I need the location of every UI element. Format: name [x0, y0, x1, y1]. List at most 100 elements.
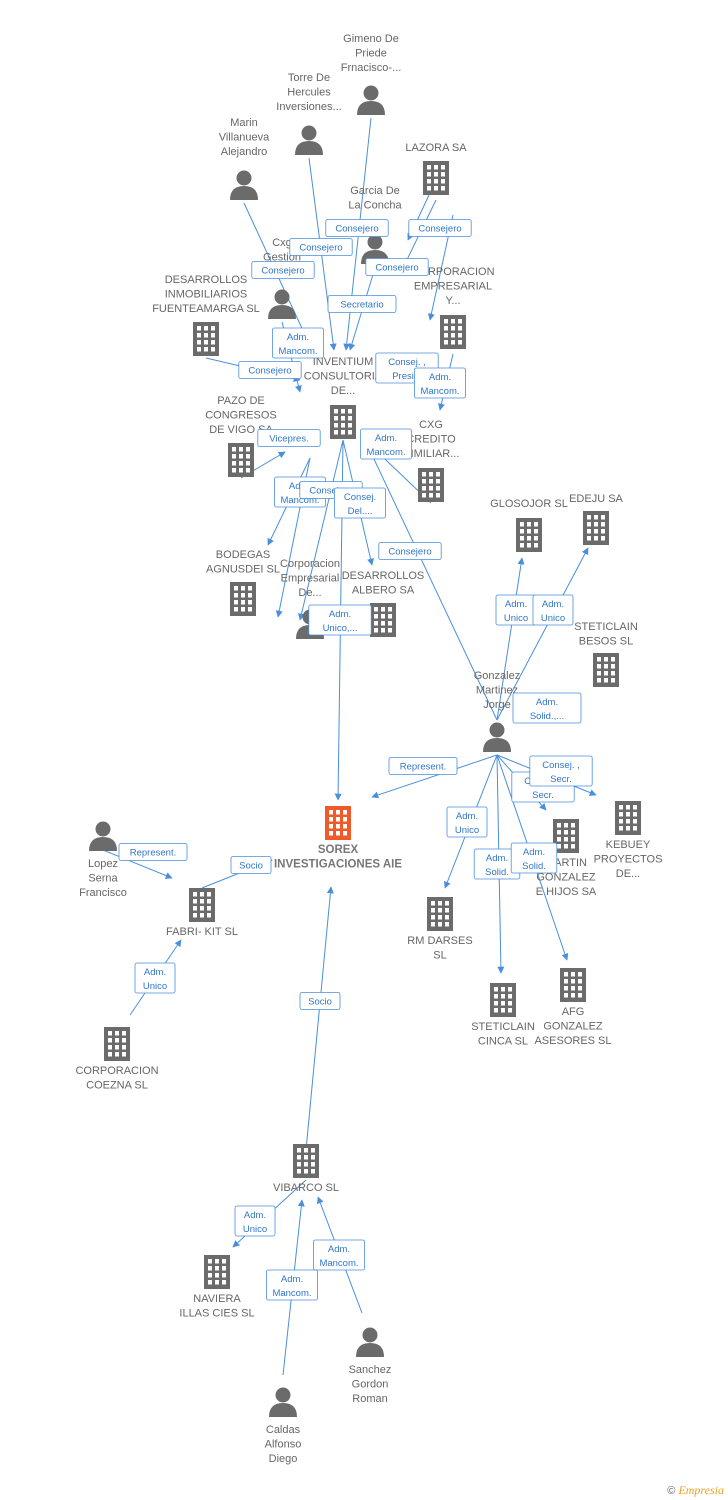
node-label: SOREX	[318, 844, 359, 856]
node-label: Priede	[355, 48, 387, 60]
building-icon	[560, 968, 586, 1002]
node-label: GONZALEZ	[543, 1021, 603, 1033]
node-label: CONGRESOS	[205, 410, 277, 422]
node-label: Alejandro	[221, 146, 267, 158]
relation-label[interactable]: Adm. Mancom.	[413, 367, 466, 399]
relation-edge	[102, 849, 173, 879]
brand-logo[interactable]: Empresia	[678, 1483, 724, 1497]
relation-text: Adm.	[429, 372, 451, 383]
company-node[interactable]: EDEJU SA	[569, 493, 624, 545]
relation-label[interactable]: Socio	[299, 992, 341, 1010]
relation-edge	[305, 886, 334, 1151]
relation-label[interactable]: Adm.Unico	[532, 594, 574, 626]
relation-label[interactable]: Consejero	[325, 219, 389, 237]
building-icon	[330, 405, 356, 439]
building-icon	[325, 806, 351, 840]
person-icon	[89, 821, 117, 851]
relation-text: Adm.	[144, 967, 166, 978]
relation-text: Adm.	[281, 1274, 303, 1285]
relation-label[interactable]: Adm.Mancom.	[359, 428, 412, 460]
company-node[interactable]: LAZORA SA	[405, 142, 467, 195]
relation-text: Consej. ,	[542, 760, 580, 771]
relation-label[interactable]: Consejero	[238, 361, 302, 379]
relation-label[interactable]: Consejero	[408, 219, 472, 237]
relation-label[interactable]: Adm.Solid.	[473, 848, 521, 880]
relation-text: Socio	[239, 861, 263, 872]
relation-label[interactable]: Consejero	[365, 258, 429, 276]
relation-text: Secr.	[532, 790, 554, 801]
node-label: Y...	[445, 295, 460, 307]
relation-text: Mancom.	[420, 386, 459, 397]
node-label: AFG	[562, 1006, 585, 1018]
relation-label[interactable]: Vicepres.	[257, 429, 321, 447]
person-node[interactable]: Torre DeHerculesInversiones...	[276, 72, 342, 155]
node-label: ASESORES SL	[534, 1035, 611, 1047]
relation-label[interactable]: Secretario	[327, 295, 397, 313]
relation-label[interactable]: Consejero	[289, 238, 353, 256]
company-node[interactable]: FABRI- KIT SL	[166, 888, 238, 938]
company-node[interactable]: AFG GONZALEZ ASESORES SL	[534, 968, 612, 1047]
building-icon	[104, 1027, 130, 1061]
building-icon	[593, 653, 619, 687]
node-label: Frnacisco-...	[341, 62, 402, 74]
relation-label[interactable]: Consej.Del....	[333, 487, 386, 519]
relation-label[interactable]: Adm. Unico	[134, 962, 176, 994]
company-node[interactable]: CORPORACION EMPRESARIAL Y...	[411, 266, 495, 349]
relation-label[interactable]: Adm.Mancom.	[271, 327, 324, 359]
relation-text: Consej. ,	[388, 357, 426, 368]
node-label: CONSULTORIA	[304, 371, 383, 383]
relation-label[interactable]: Adm.Solid.	[510, 842, 558, 874]
node-label: Garcia De	[350, 185, 400, 197]
relation-label[interactable]: Consej. ,Secr.	[529, 755, 593, 787]
relation-text: Unico	[143, 981, 167, 992]
relation-label[interactable]: Represent.	[118, 843, 188, 861]
node-label: INVENTIUM	[313, 356, 374, 368]
building-icon	[490, 983, 516, 1017]
company-node[interactable]: GLOSOJOR SL	[490, 498, 568, 552]
copyright-symbol: ©	[667, 1485, 676, 1497]
relation-label[interactable]: Consejero	[251, 261, 315, 279]
relation-text: Adm.	[536, 697, 558, 708]
relation-label[interactable]: Consejero	[378, 542, 442, 560]
node-label: INMOBILIARIOS	[165, 289, 248, 301]
relation-text: Socio	[308, 997, 332, 1008]
node-label: BODEGAS	[216, 549, 270, 561]
node-label: CORPORACION	[411, 266, 494, 278]
relation-label[interactable]: Represent.	[388, 757, 458, 775]
relation-label[interactable]: Adm.Unico	[495, 594, 537, 626]
relation-label[interactable]: Socio	[230, 856, 272, 874]
node-label: ALBERO SA	[352, 585, 415, 597]
node-label: CORPORACION	[75, 1065, 158, 1077]
relation-label[interactable]: Adm.Unico,...	[308, 604, 372, 636]
relation-label[interactable]: Adm.Solid.,...	[512, 692, 582, 724]
relation-label[interactable]: Adm.Unico	[234, 1205, 276, 1237]
company-node[interactable]: KEBUEYPROYECTOSDE...	[594, 801, 663, 880]
relation-label[interactable]: Adm.Unico	[446, 806, 488, 838]
person-node[interactable]: Gimeno De PriedeFrnacisco-...	[341, 33, 402, 115]
node-label: INMILIAR...	[403, 448, 460, 460]
company-node[interactable]: INVENTIUMCONSULTORIADE...	[304, 356, 383, 439]
relation-label[interactable]: Adm.Mancom.	[312, 1239, 365, 1271]
node-label: EMPRESARIAL	[414, 281, 492, 293]
node-label: STETICLAIN	[574, 621, 638, 633]
company-node[interactable]: VIBARCO SL	[273, 1144, 339, 1194]
company-node[interactable]: CXGCREDITOINMILIAR...	[403, 419, 460, 502]
node-label: Gimeno De	[343, 33, 399, 45]
relation-label[interactable]: Adm.Mancom.	[265, 1269, 318, 1301]
